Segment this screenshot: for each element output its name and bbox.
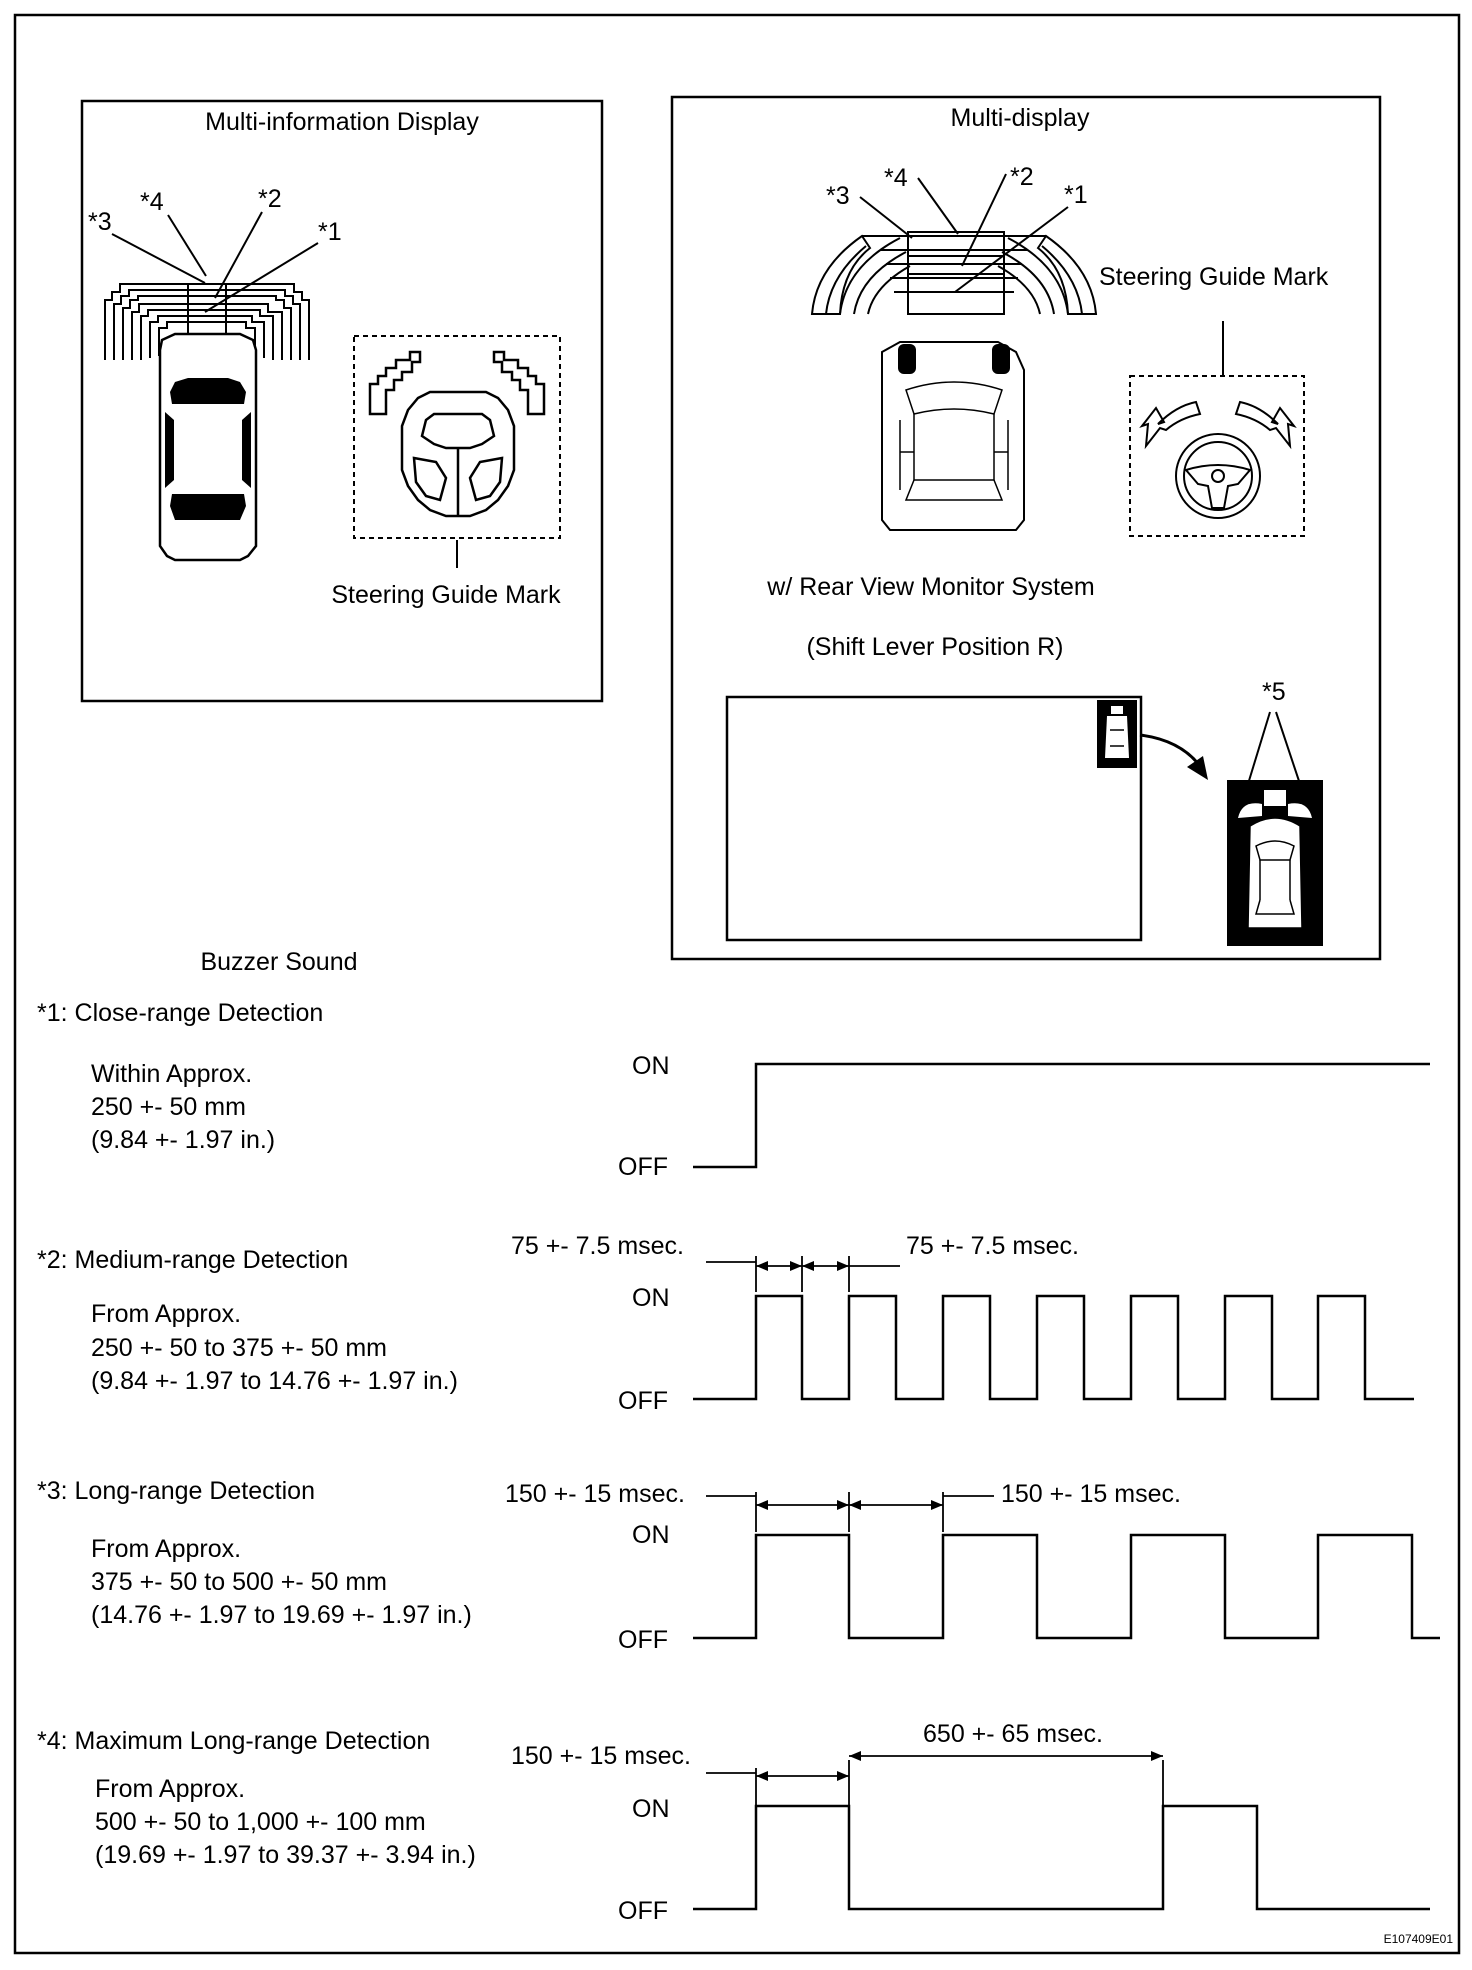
row4-range-1: From Approx. bbox=[95, 1775, 245, 1803]
row1-waveform bbox=[693, 1062, 1430, 1169]
row2-waveform bbox=[693, 1294, 1414, 1401]
md-guide-box bbox=[1129, 375, 1305, 537]
row2-on-time: 75 +- 7.5 msec. bbox=[511, 1232, 684, 1260]
row3-range-1: From Approx. bbox=[91, 1535, 241, 1563]
row4-waveform bbox=[693, 1804, 1430, 1911]
md-callout5-leader bbox=[1247, 711, 1301, 785]
mid-title: Multi-information Display bbox=[205, 108, 479, 136]
md-monitor-screen bbox=[725, 695, 1143, 942]
md-zoom-arrow bbox=[1139, 733, 1202, 767]
row1-range-1: Within Approx. bbox=[91, 1060, 252, 1088]
md-callout-4: *4 bbox=[884, 164, 908, 192]
md-sensor-arcs bbox=[810, 231, 1098, 315]
row4-off-label: OFF bbox=[618, 1897, 668, 1925]
buzzer-row-medium: *2: Medium-range Detection From Approx. … bbox=[37, 1232, 1414, 1415]
md-enlarged-car-icon bbox=[1227, 780, 1323, 946]
row1-off-label: OFF bbox=[618, 1153, 668, 1181]
row3-name: *3: Long-range Detection bbox=[37, 1477, 315, 1505]
row3-range-3: (14.76 +- 1.97 to 19.69 +- 1.97 in.) bbox=[91, 1601, 472, 1629]
mid-steering-wheel-icon bbox=[368, 350, 546, 518]
figure-id: E107409E01 bbox=[1384, 1932, 1454, 1946]
mid-guide-box bbox=[353, 335, 561, 539]
row2-off-time: 75 +- 7.5 msec. bbox=[906, 1232, 1079, 1260]
mid-callout-1: *1 bbox=[318, 218, 342, 246]
md-zoom-arrowhead bbox=[1187, 756, 1208, 780]
row3-arrowheads bbox=[756, 1500, 943, 1510]
row3-off-time: 150 +- 15 msec. bbox=[1001, 1480, 1181, 1508]
row1-range-3: (9.84 +- 1.97 in.) bbox=[91, 1126, 275, 1154]
md-steering-wheel-icon bbox=[1139, 400, 1297, 519]
md-callout-3: *3 bbox=[826, 182, 850, 210]
row4-range-3: (19.69 +- 1.97 to 39.37 +- 3.94 in.) bbox=[95, 1841, 476, 1869]
md-panel-border bbox=[670, 95, 1382, 961]
row4-on-time: 150 +- 15 msec. bbox=[511, 1742, 691, 1770]
mid-car-icon bbox=[158, 332, 258, 562]
row3-on-time: 150 +- 15 msec. bbox=[505, 1480, 685, 1508]
md-callout-1: *1 bbox=[1064, 181, 1088, 209]
row2-dimension bbox=[706, 1256, 900, 1292]
row1-name: *1: Close-range Detection bbox=[37, 999, 323, 1027]
row2-range-2: 250 +- 50 to 375 +- 50 mm bbox=[91, 1334, 387, 1362]
buzzer-row-close: *1: Close-range Detection Within Approx.… bbox=[37, 999, 1430, 1181]
row2-range-1: From Approx. bbox=[91, 1300, 241, 1328]
mid-callout-2: *2 bbox=[258, 185, 282, 213]
row4-on-label: ON bbox=[632, 1795, 670, 1823]
row4-range-2: 500 +- 50 to 1,000 +- 100 mm bbox=[95, 1808, 426, 1836]
row2-name: *2: Medium-range Detection bbox=[37, 1246, 348, 1274]
row1-on-label: ON bbox=[632, 1052, 670, 1080]
md-rear-view-label: w/ Rear View Monitor System bbox=[766, 573, 1094, 601]
md-title: Multi-display bbox=[951, 104, 1090, 132]
mid-callout-3: *3 bbox=[88, 208, 112, 236]
mid-sensor-arcs bbox=[104, 283, 310, 360]
md-panel: Multi-display *1 *2 *3 *4 bbox=[670, 95, 1382, 961]
row4-dimension bbox=[706, 1755, 1164, 1808]
row3-waveform bbox=[693, 1533, 1440, 1640]
row3-on-label: ON bbox=[632, 1521, 670, 1549]
row1-range-2: 250 +- 50 mm bbox=[91, 1093, 246, 1121]
outer-frame bbox=[13, 13, 1461, 1955]
md-shift-label: (Shift Lever Position R) bbox=[806, 633, 1063, 661]
row2-off-label: OFF bbox=[618, 1387, 668, 1415]
md-guide-label: Steering Guide Mark bbox=[1099, 263, 1329, 291]
buzzer-row-max-long: *4: Maximum Long-range Detection From Ap… bbox=[37, 1720, 1430, 1925]
md-callout-2: *2 bbox=[1010, 163, 1034, 191]
mid-panel: Multi-information Display *1 *2 *3 *4 bbox=[80, 99, 604, 703]
row3-dimension bbox=[706, 1492, 994, 1532]
md-monitor-car-thumb bbox=[1097, 700, 1137, 768]
row4-off-time: 650 +- 65 msec. bbox=[923, 1720, 1103, 1748]
row2-range-3: (9.84 +- 1.97 to 14.76 +- 1.97 in.) bbox=[91, 1367, 458, 1395]
row3-off-label: OFF bbox=[618, 1626, 668, 1654]
row4-arrowheads bbox=[756, 1751, 1163, 1781]
row2-arrowheads bbox=[756, 1261, 849, 1271]
row4-name: *4: Maximum Long-range Detection bbox=[37, 1727, 430, 1755]
md-car-icon bbox=[881, 341, 1025, 531]
md-callout-5: *5 bbox=[1262, 678, 1286, 706]
mid-callout-4: *4 bbox=[140, 188, 164, 216]
row2-on-label: ON bbox=[632, 1284, 670, 1312]
buzzer-title: Buzzer Sound bbox=[200, 948, 357, 976]
mid-guide-label: Steering Guide Mark bbox=[331, 581, 561, 609]
buzzer-row-long: *3: Long-range Detection From Approx. 37… bbox=[37, 1477, 1440, 1654]
row3-range-2: 375 +- 50 to 500 +- 50 mm bbox=[91, 1568, 387, 1596]
mid-panel-border bbox=[80, 99, 604, 703]
